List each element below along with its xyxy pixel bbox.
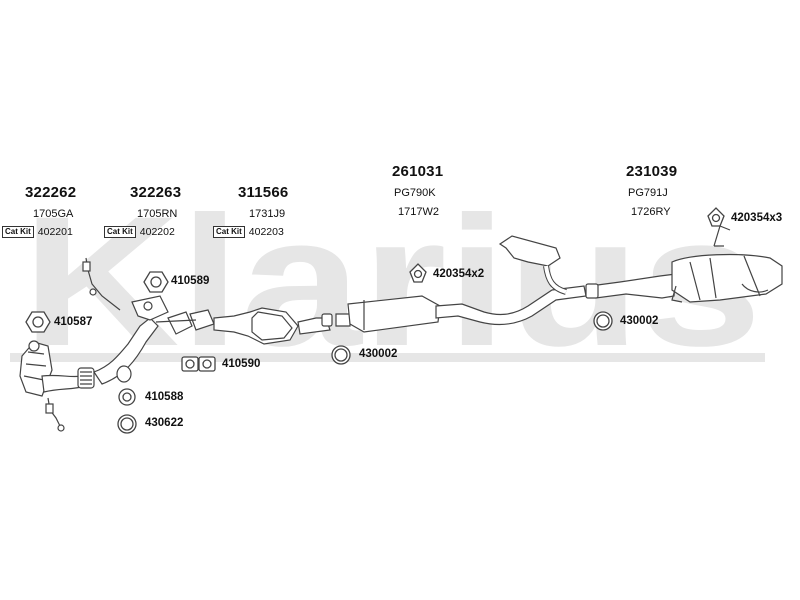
part-number-322263[interactable]: 322263	[130, 184, 182, 201]
fitting-label[interactable]: 410590	[222, 358, 261, 370]
gasket-icon[interactable]	[143, 271, 169, 293]
hanger-icon[interactable]	[409, 263, 427, 283]
clamp-icon[interactable]	[331, 345, 351, 365]
clamp-icon[interactable]	[117, 414, 137, 434]
fitting-label[interactable]: 430002	[359, 348, 398, 360]
hanger-icon[interactable]	[707, 207, 725, 227]
part-number-261031[interactable]: 261031	[392, 163, 444, 180]
fitting-label[interactable]: 420354x3	[731, 212, 783, 224]
ring-icon[interactable]	[118, 388, 136, 406]
catalyst-311566[interactable]	[213, 307, 333, 345]
oxygen-sensor-bottom[interactable]	[45, 397, 65, 432]
part-code: 1726RY	[631, 206, 671, 218]
rear-pipe-section[interactable]	[498, 235, 567, 295]
fitting-label[interactable]: 430622	[145, 417, 184, 429]
part-code: PG790K	[394, 187, 436, 199]
downpipe-322263[interactable]	[93, 295, 169, 385]
part-number-311566[interactable]: 311566	[238, 184, 289, 201]
gasket-pair-icon[interactable]	[181, 356, 216, 372]
fitting-label[interactable]: 410588	[145, 391, 184, 403]
part-number-322262[interactable]: 322262	[25, 184, 77, 201]
part-number-231039[interactable]: 231039	[626, 163, 678, 180]
gasket-icon[interactable]	[25, 311, 51, 333]
fitting-label[interactable]: 420354x2	[433, 268, 485, 280]
fitting-label[interactable]: 410587	[54, 316, 93, 328]
oxygen-sensor-top[interactable]	[82, 257, 121, 311]
front-catalyst-322262[interactable]	[19, 340, 87, 397]
centre-silencer-261031[interactable]	[335, 285, 587, 333]
cat-kit-badge: Cat Kit	[104, 226, 136, 238]
cat-kit-row[interactable]: Cat Kit 402202	[104, 226, 175, 238]
cat-kit-row[interactable]: Cat Kit 402203	[213, 226, 284, 238]
part-code: 1705RN	[137, 208, 178, 220]
cat-kit-row[interactable]: Cat Kit 402201	[2, 226, 73, 238]
part-code: 1717W2	[398, 206, 439, 218]
clamp-icon[interactable]	[593, 311, 613, 331]
cat-kit-badge: Cat Kit	[2, 226, 34, 238]
fitting-label[interactable]: 430002	[620, 315, 659, 327]
cat-kit-number: 402201	[37, 226, 73, 238]
flex-joint[interactable]	[77, 367, 95, 389]
rear-silencer-231039[interactable]	[585, 225, 783, 303]
fitting-label[interactable]: 410589	[171, 275, 210, 287]
flange-pair[interactable]	[155, 309, 215, 335]
watermark-bar	[10, 353, 765, 362]
part-code: PG791J	[628, 187, 668, 199]
part-code: 1731J9	[249, 208, 286, 220]
cat-kit-number: 402202	[139, 226, 175, 238]
cat-kit-badge: Cat Kit	[213, 226, 245, 238]
cat-kit-number: 402203	[248, 226, 284, 238]
part-code: 1705GA	[33, 208, 74, 220]
